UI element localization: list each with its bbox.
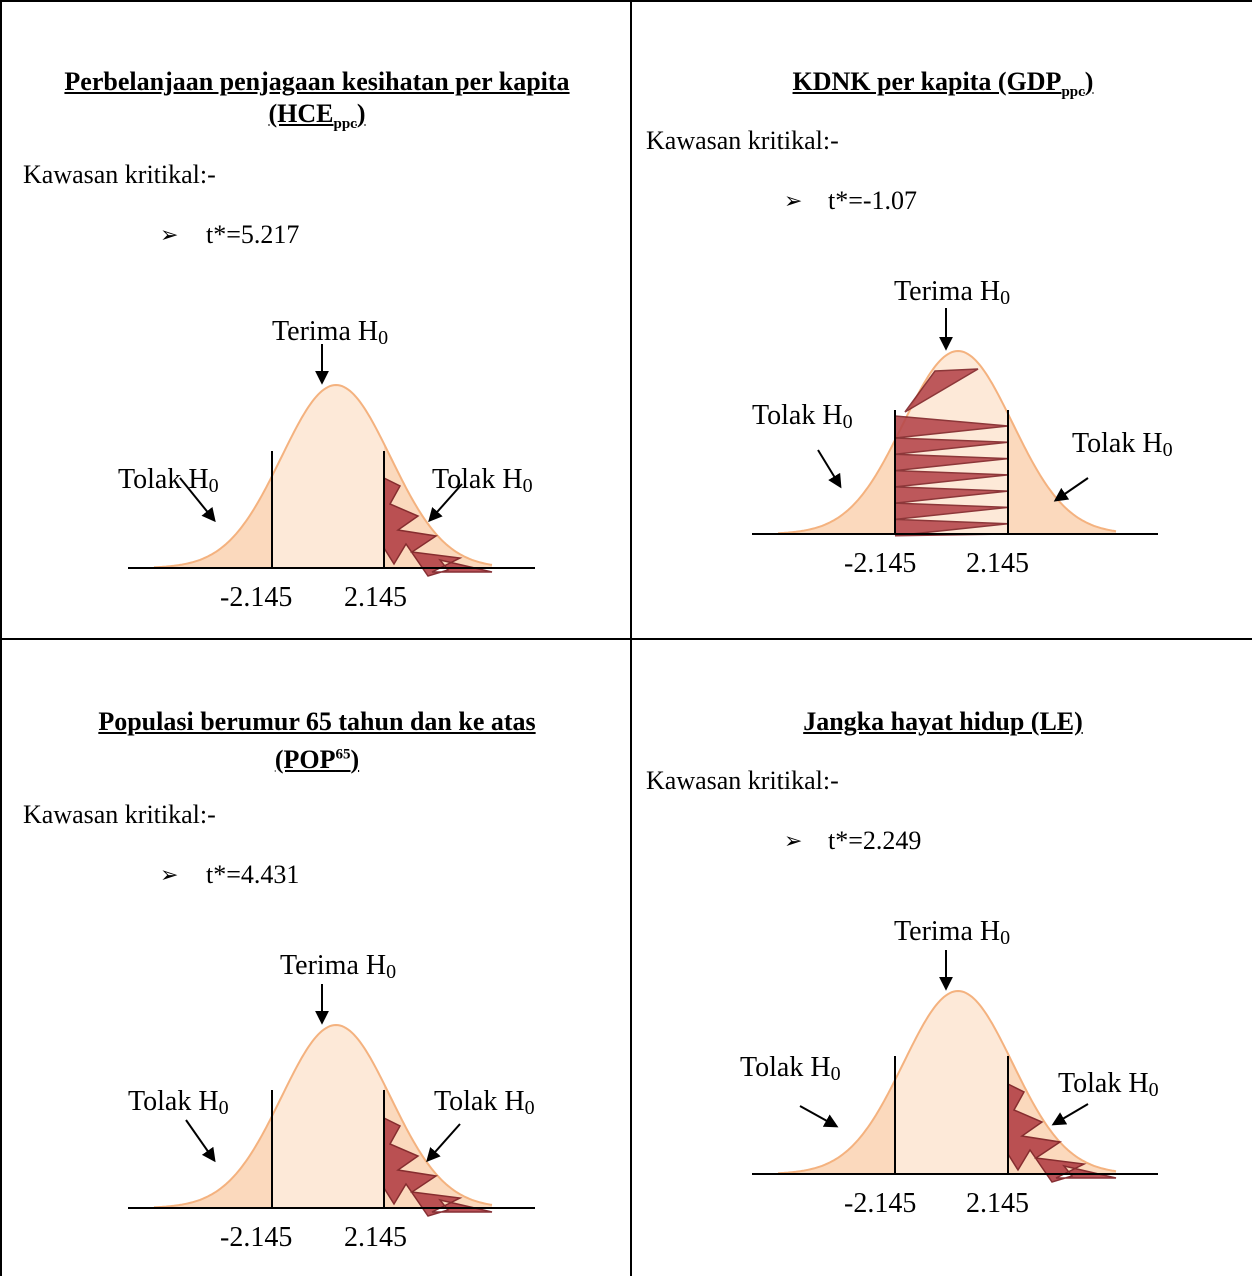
rejection-region-shade [894,415,1009,537]
distribution-curve [153,1023,493,1209]
critical-value-right: 2.145 [966,548,1029,579]
panel-le: Jangka hayat hidup (LE) Kawasan kritikal… [630,640,1252,1278]
terima-label: Terima H0 [894,276,1011,309]
tolak-left-label: Tolak H0 [740,1052,841,1085]
title-line2: (HCEppc) [268,99,366,133]
panel-title: Populasi berumur 65 tahun dan ke atas (P… [4,706,630,776]
t-statistic: t*=-1.07 [828,186,918,215]
arrow-left-region-icon [799,1105,839,1128]
title-line1: Populasi berumur 65 tahun dan ke atas [98,707,536,736]
terima-label: Terima H0 [894,916,1011,949]
table-border-center [630,0,632,1276]
panel-title: KDNK per kapita (GDPppc) [630,66,1252,108]
panel-pop65: Populasi berumur 65 tahun dan ke atas (P… [4,640,630,1278]
arrow-bullet-icon: ➢ [784,188,803,213]
critical-value-right: 2.145 [344,1222,407,1253]
arrow-bullet-icon: ➢ [160,222,179,247]
tolak-left-label: Tolak H0 [118,464,219,497]
kawasan-label: Kawasan kritikal:- [646,766,839,795]
critical-value-left: -2.145 [220,1222,293,1253]
tolak-left-label: Tolak H0 [128,1086,229,1119]
arrow-left-region-icon [185,1119,216,1163]
table-border-top [0,0,1252,2]
panel-gdp: KDNK per kapita (GDPppc) Kawasan kritika… [630,0,1252,638]
terima-label: Terima H0 [272,316,389,349]
panel-title: Perbelanjaan penjagaan kesihatan per kap… [4,66,630,140]
arrow-left-region-icon [817,449,842,489]
arrow-bullet-icon: ➢ [784,828,803,853]
title-line1: KDNK per kapita (GDPppc) [792,67,1094,101]
arrow-right-region-icon [1051,1103,1089,1126]
rejection-region-shade [383,1116,493,1217]
kawasan-label: Kawasan kritikal:- [23,160,216,189]
kawasan-label: Kawasan kritikal:- [23,800,216,829]
title-line2: (POP65) [274,744,360,774]
tolak-right-label: Tolak H0 [434,1086,535,1119]
table-border-middle [0,638,1252,640]
panel-hce: Perbelanjaan penjagaan kesihatan per kap… [4,0,630,638]
critical-value-right: 2.145 [344,582,407,613]
critical-value-right: 2.145 [966,1188,1029,1219]
arrow-right-region-icon [428,483,463,523]
critical-value-left: -2.145 [844,548,917,579]
kawasan-label: Kawasan kritikal:- [646,126,839,155]
critical-value-left: -2.145 [220,582,293,613]
rejection-region-shade [383,476,493,577]
critical-value-left: -2.145 [844,1188,917,1219]
tolak-left-label: Tolak H0 [752,400,853,433]
tolak-right-label: Tolak H0 [1058,1068,1159,1101]
distribution-curve [777,349,1117,535]
arrow-right-region-icon [1053,477,1089,502]
panel-title: Jangka hayat hidup (LE) [630,706,1252,738]
acceptance-region [272,385,384,568]
acceptance-region [272,1025,384,1208]
distribution-curve [153,383,493,569]
t-statistic: t*=4.431 [206,860,300,889]
arrow-left-region-icon [179,477,216,523]
title-line1: Perbelanjaan penjagaan kesihatan per kap… [64,67,570,96]
terima-label: Terima H0 [280,950,397,983]
tolak-right-label: Tolak H0 [1072,428,1173,461]
t-statistic: t*=2.249 [828,826,922,855]
title-line1: Jangka hayat hidup (LE) [803,707,1083,736]
arrow-bullet-icon: ➢ [160,862,179,887]
table-border-left [0,0,2,1276]
rejection-region-shade-top [904,368,979,413]
t-statistic: t*=5.217 [206,220,300,249]
rejection-region-shade [1007,1082,1117,1183]
tolak-right-label: Tolak H0 [432,464,533,497]
arrow-right-region-icon [426,1123,461,1163]
acceptance-region [895,991,1008,1174]
